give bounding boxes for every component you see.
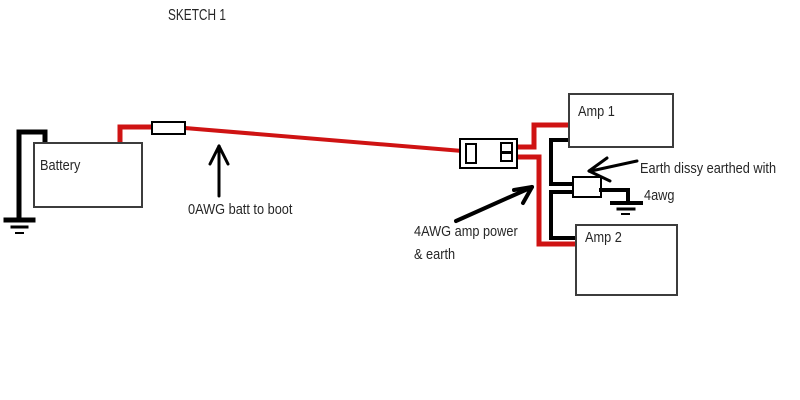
amp2-ground-wire xyxy=(549,190,579,240)
annotation-amp-power: 4AWG amp power & earth xyxy=(414,220,518,266)
amp2-box: Amp 2 xyxy=(575,224,678,296)
arrow-earth-dissy xyxy=(587,156,639,183)
earth-ground-wire xyxy=(599,188,630,203)
power-wire-to-amp2 xyxy=(509,154,580,247)
battery-box: Battery xyxy=(33,142,143,208)
battery-ground-symbol xyxy=(3,217,36,234)
amp2-label: Amp 2 xyxy=(585,229,622,246)
power-dist-block xyxy=(459,138,518,169)
amp1-label: Amp 1 xyxy=(578,103,615,120)
earth-ground-symbol xyxy=(610,201,643,215)
power-wire-fuse-to-dist xyxy=(182,125,465,154)
annotation-earth-dissy-line1: Earth dissy earthed with xyxy=(640,160,777,177)
battery-label: Battery xyxy=(40,157,81,174)
annotation-amp-power-line2: & earth xyxy=(414,246,456,263)
amp1-ground-wire xyxy=(549,138,576,186)
annotation-batt-to-boot: 0AWG batt to boot xyxy=(188,201,293,218)
annotation-amp-power-line1: 4AWG amp power xyxy=(414,223,518,240)
inline-fuse xyxy=(151,121,186,135)
battery-ground-wire xyxy=(16,129,48,221)
sketch-title: SKETCH 1 xyxy=(168,7,226,24)
arrow-amp-power-wire xyxy=(454,185,534,223)
earth-dist-block xyxy=(572,176,602,198)
arrow-batt-wire xyxy=(208,144,230,198)
amp1-box: Amp 1 xyxy=(568,93,674,148)
power-wire-to-amp1 xyxy=(509,122,573,150)
annotation-earth-dissy-line2: 4awg xyxy=(644,187,675,204)
power-wire-battery-to-fuse xyxy=(117,124,156,146)
